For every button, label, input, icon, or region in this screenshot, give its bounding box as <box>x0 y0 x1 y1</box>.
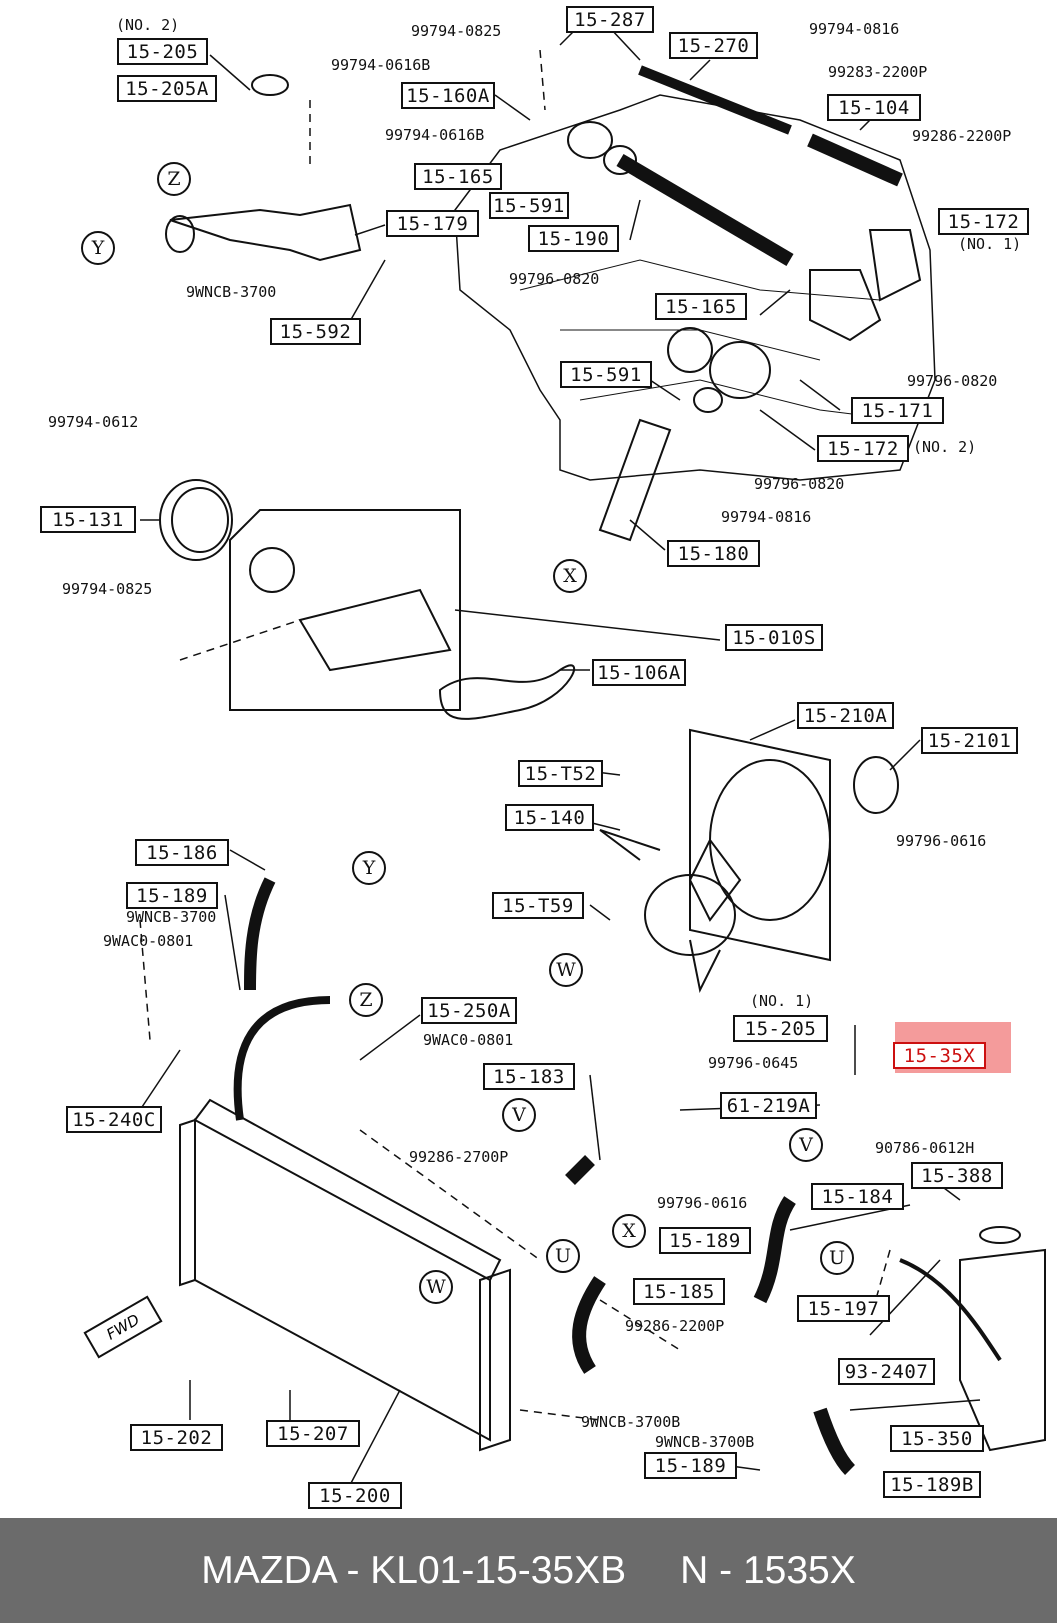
footer-brand-part: MAZDA - KL01-15-35XB <box>201 1548 627 1592</box>
connector-v-left: V <box>502 1098 536 1132</box>
part-box-15-179[interactable]: 15-179 <box>386 210 479 237</box>
part-box-15-205-no1[interactable]: 15-205 <box>733 1015 828 1042</box>
connector-w-fan: W <box>549 953 583 987</box>
part-box-15-250a[interactable]: 15-250A <box>421 997 517 1024</box>
bolt-9wac0-0801-a: 9WAC0-0801 <box>103 932 194 950</box>
connector-v-right: V <box>789 1128 823 1162</box>
part-box-15-189b[interactable]: 15-189B <box>883 1471 981 1498</box>
bolt-99796-0820-b: 99796-0820 <box>907 372 998 390</box>
clamp-9wncb-3700b-b: 9WNCB-3700B <box>655 1433 755 1451</box>
footer-part-number: N - 1535X <box>680 1548 856 1592</box>
part-box-15-207[interactable]: 15-207 <box>266 1420 360 1447</box>
part-box-15-591[interactable]: 15-591 <box>489 192 569 219</box>
clamp-99286-2200p-lower: 99286-2200P <box>625 1317 725 1335</box>
part-box-15-184[interactable]: 15-184 <box>811 1183 904 1210</box>
part-box-15-190[interactable]: 15-190 <box>528 225 619 252</box>
clamp-99286-2700p: 99286-2700P <box>409 1148 509 1166</box>
parts-diagram: 15-205 15-205A 15-160A 15-165 15-591 15-… <box>40 6 1046 1509</box>
bolt-99796-0616-lower: 99796-0616 <box>657 1194 748 1212</box>
note-no1-thermo: (NO. 1) <box>958 235 1022 253</box>
part-box-15-35x[interactable]: 15-35X <box>893 1042 986 1069</box>
connector-u-right: U <box>820 1241 854 1275</box>
part-box-15-200[interactable]: 15-200 <box>308 1482 402 1509</box>
part-box-15-287[interactable]: 15-287 <box>566 6 654 33</box>
connector-z-top: Z <box>157 162 191 196</box>
bolt-90786-0612h: 90786-0612H <box>875 1139 975 1157</box>
part-box-15-131[interactable]: 15-131 <box>40 506 136 533</box>
connector-x-lower: X <box>612 1214 646 1248</box>
clamp-9wncb-3700b-a: 9WNCB-3700B <box>581 1413 681 1431</box>
bolt-99794-0616b-b: 99794-0616B <box>385 126 485 144</box>
part-box-15-180[interactable]: 15-180 <box>667 540 760 567</box>
part-box-15-172-no2[interactable]: 15-172 <box>817 435 909 462</box>
part-box-15-197[interactable]: 15-197 <box>797 1295 890 1322</box>
part-box-15-171[interactable]: 15-171 <box>851 397 944 424</box>
connector-w-radiator: W <box>419 1270 453 1304</box>
part-box-15-210a[interactable]: 15-210A <box>797 702 894 729</box>
bolt-9wac0-0801-b: 9WAC0-0801 <box>423 1031 514 1049</box>
part-box-15-185[interactable]: 15-185 <box>633 1278 725 1305</box>
connector-y-top: Y <box>81 231 115 265</box>
clamp-9wncb-3700-mid: 9WNCB-3700 <box>126 908 217 926</box>
part-box-93-2407[interactable]: 93-2407 <box>838 1358 935 1385</box>
part-box-15-240c[interactable]: 15-240C <box>66 1106 162 1133</box>
part-box-15-172-no1[interactable]: 15-172 <box>938 208 1029 235</box>
part-box-15-270[interactable]: 15-270 <box>669 32 758 59</box>
connector-y-hose: Y <box>352 851 386 885</box>
connector-x-top: X <box>553 559 587 593</box>
connector-u-left: U <box>546 1239 580 1273</box>
bolt-99796-0616-fan: 99796-0616 <box>896 832 987 850</box>
part-box-15-t52[interactable]: 15-T52 <box>518 760 603 787</box>
connector-z-hose: Z <box>349 983 383 1017</box>
part-box-15-202[interactable]: 15-202 <box>130 1424 223 1451</box>
diagram-drawing <box>139 27 1046 1486</box>
bolt-99794-0825-pump: 99794-0825 <box>62 580 153 598</box>
part-box-61-219a[interactable]: 61-219A <box>720 1092 817 1119</box>
footer-bar: MAZDA - KL01-15-35XB N - 1535X <box>0 1518 1057 1623</box>
bolt-99794-0816-lower: 99794-0816 <box>721 508 812 526</box>
note-no2-thermo: (NO. 2) <box>913 438 977 456</box>
bolt-99796-0645: 99796-0645 <box>708 1054 799 1072</box>
note-no2-top: (NO. 2) <box>116 16 180 34</box>
note-no1-cap: (NO. 1) <box>750 992 814 1010</box>
part-box-15-205a[interactable]: 15-205A <box>117 75 217 102</box>
part-box-15-189-upper[interactable]: 15-189 <box>126 882 218 909</box>
clamp-99286-2200p-top: 99286-2200P <box>912 127 1012 145</box>
clamp-9wncb-3700-top: 9WNCB-3700 <box>186 283 277 301</box>
bolt-99794-0825-top: 99794-0825 <box>411 22 502 40</box>
part-box-15-t59[interactable]: 15-T59 <box>492 892 584 919</box>
part-box-15-189-lower[interactable]: 15-189 <box>644 1452 737 1479</box>
bolt-99796-0820-a: 99796-0820 <box>509 270 600 288</box>
part-box-15-010s[interactable]: 15-010S <box>725 624 823 651</box>
bolt-99794-0816-top: 99794-0816 <box>809 20 900 38</box>
part-box-15-2101[interactable]: 15-2101 <box>921 727 1018 754</box>
part-box-15-183[interactable]: 15-183 <box>483 1063 575 1090</box>
part-box-15-165-lower[interactable]: 15-165 <box>655 293 747 320</box>
part-box-15-165[interactable]: 15-165 <box>414 163 502 190</box>
bolt-99796-0820-c: 99796-0820 <box>754 475 845 493</box>
part-box-15-160a[interactable]: 15-160A <box>401 82 495 109</box>
part-box-15-592[interactable]: 15-592 <box>270 318 361 345</box>
part-box-15-591-lower[interactable]: 15-591 <box>560 361 652 388</box>
bolt-99794-0616b-a: 99794-0616B <box>331 56 431 74</box>
part-box-15-350[interactable]: 15-350 <box>890 1425 984 1452</box>
part-box-15-140[interactable]: 15-140 <box>505 804 594 831</box>
part-box-15-189-mid[interactable]: 15-189 <box>659 1227 751 1254</box>
part-box-15-186[interactable]: 15-186 <box>135 839 229 866</box>
clamp-99283-2200p: 99283-2200P <box>828 63 928 81</box>
bolt-99794-0612: 99794-0612 <box>48 413 139 431</box>
part-box-15-205-no2[interactable]: 15-205 <box>117 38 208 65</box>
part-box-15-106a[interactable]: 15-106A <box>592 659 686 686</box>
part-box-15-104[interactable]: 15-104 <box>827 94 921 121</box>
part-box-15-388[interactable]: 15-388 <box>911 1162 1003 1189</box>
